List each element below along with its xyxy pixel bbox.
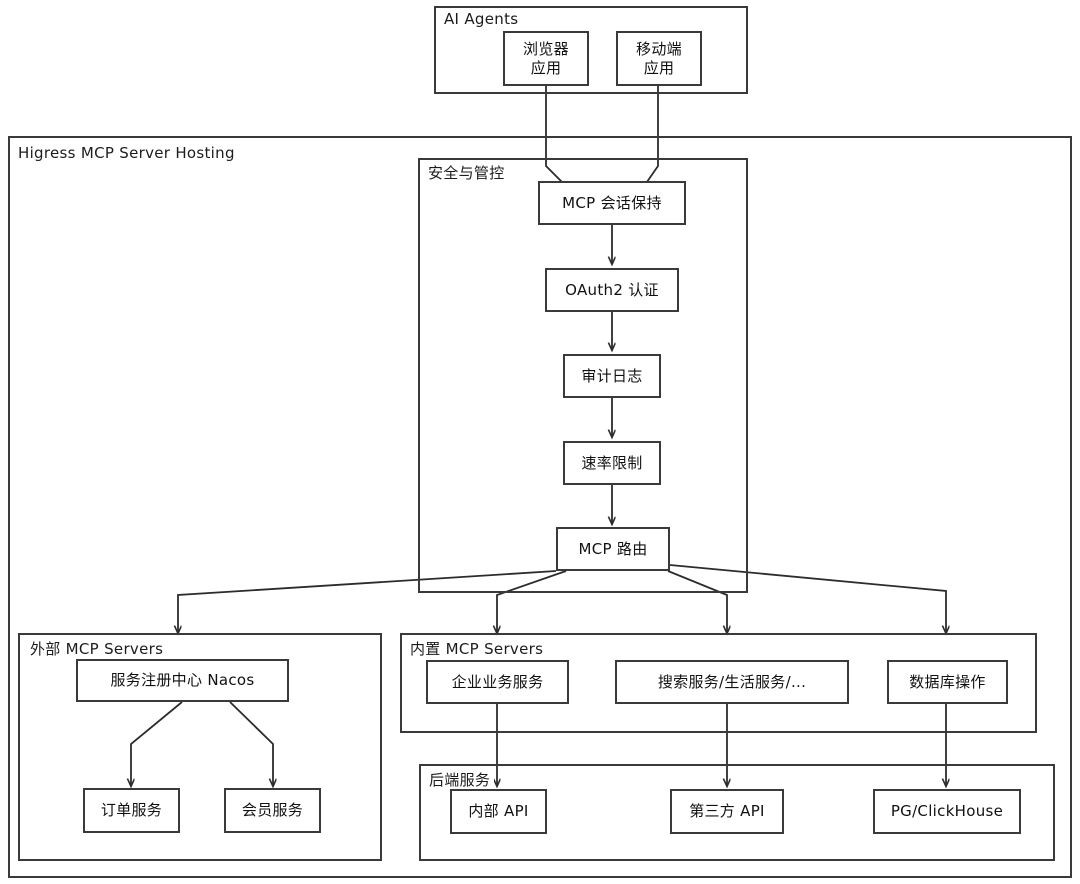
node-rate-limit[interactable]: 速率限制 (563, 441, 661, 485)
node-pg-clickhouse[interactable]: PG/ClickHouse (873, 789, 1021, 834)
node-search-life-service[interactable]: 搜索服务/生活服务/... (615, 660, 849, 704)
group-ai-agents (434, 6, 748, 94)
node-db-ops[interactable]: 数据库操作 (887, 660, 1008, 704)
node-audit-log[interactable]: 审计日志 (563, 354, 661, 398)
node-mcp-session[interactable]: MCP 会话保持 (538, 181, 686, 225)
node-mobile-app-line2: 应用 (643, 58, 675, 77)
group-builtin-mcp (400, 633, 1037, 733)
node-nacos[interactable]: 服务注册中心 Nacos (76, 659, 289, 702)
node-mobile-app[interactable]: 移动端 应用 (616, 31, 702, 86)
group-builtin-mcp-label: 内置 MCP Servers (406, 638, 548, 659)
group-higress-hosting-label: Higress MCP Server Hosting (14, 144, 239, 162)
node-third-party-api[interactable]: 第三方 API (670, 789, 784, 834)
group-security-label: 安全与管控 (424, 162, 509, 183)
node-mobile-app-line1: 移动端 (636, 39, 682, 58)
node-member-service[interactable]: 会员服务 (224, 788, 321, 833)
node-mcp-router[interactable]: MCP 路由 (556, 527, 670, 571)
node-enterprise-service[interactable]: 企业业务服务 (426, 660, 569, 704)
group-external-mcp-label: 外部 MCP Servers (26, 638, 168, 659)
node-browser-app-line1: 浏览器 (523, 39, 569, 58)
group-backend (419, 764, 1055, 861)
group-backend-label: 后端服务 (425, 769, 495, 790)
group-external-mcp (18, 633, 382, 861)
node-browser-app[interactable]: 浏览器 应用 (503, 31, 589, 86)
group-ai-agents-label: AI Agents (440, 10, 523, 28)
group-higress-hosting (8, 136, 1072, 878)
group-security (418, 158, 748, 593)
node-browser-app-line2: 应用 (530, 58, 562, 77)
node-oauth2[interactable]: OAuth2 认证 (545, 268, 679, 312)
node-internal-api[interactable]: 内部 API (450, 789, 547, 834)
node-order-service[interactable]: 订单服务 (83, 788, 180, 833)
